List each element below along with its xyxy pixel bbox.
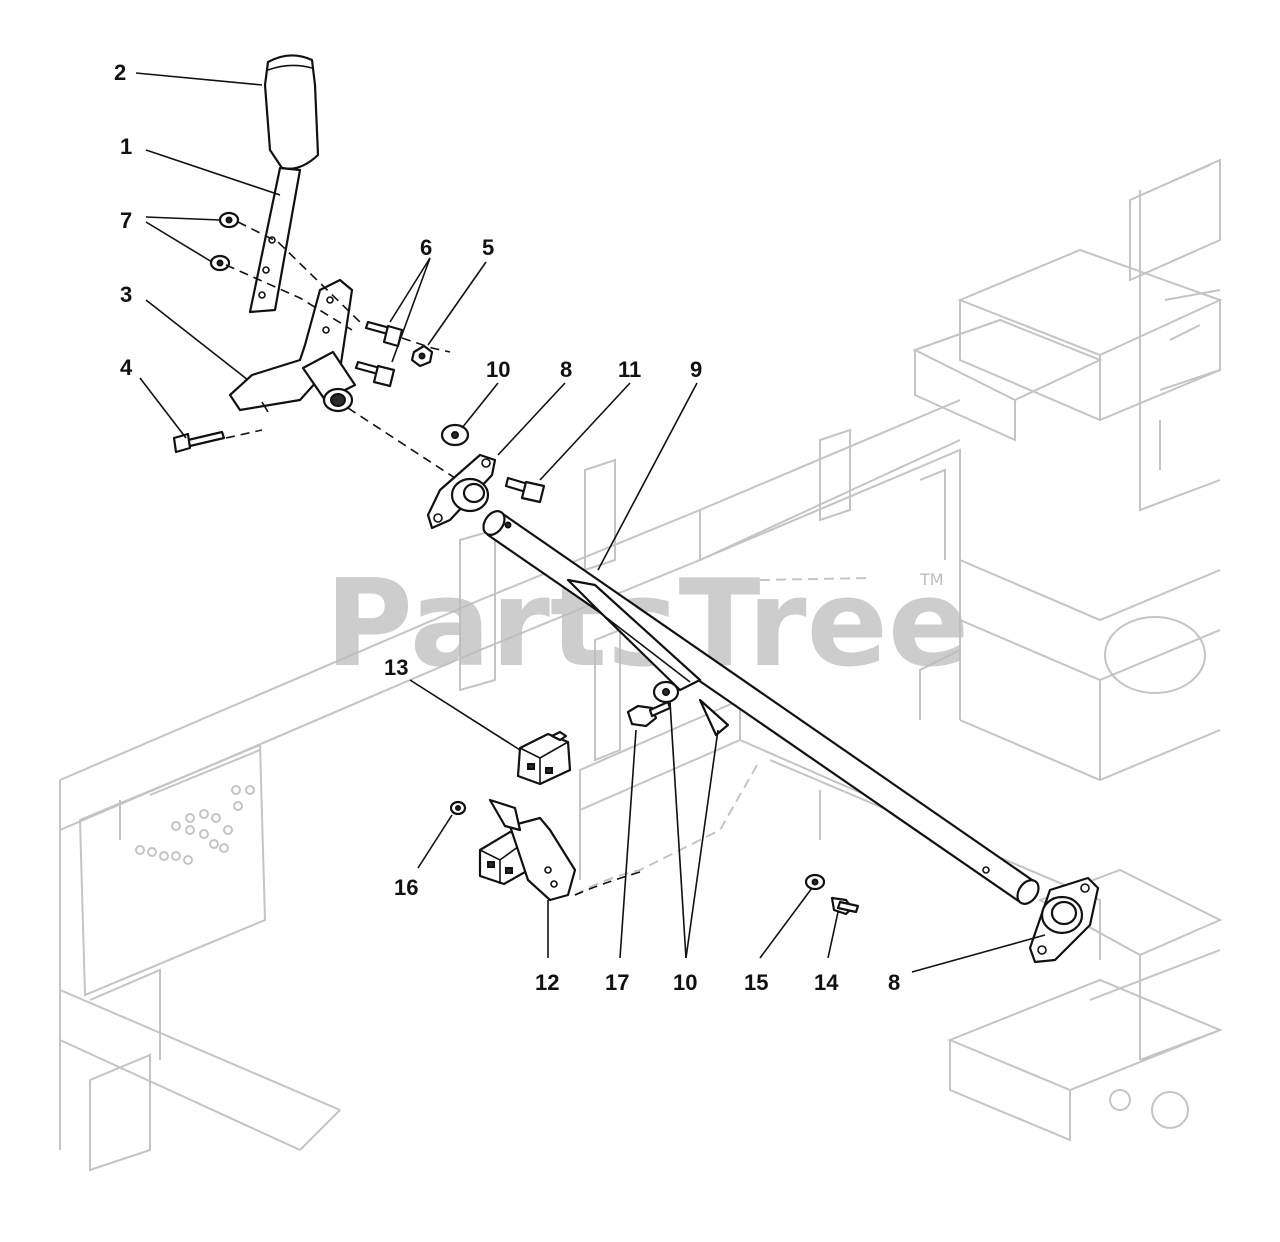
callout-11: 11 [618, 357, 641, 382]
watermark-trademark: TM [919, 570, 944, 589]
part-washer-10-upper [440, 423, 470, 447]
callout-8-upper: 8 [560, 357, 572, 382]
assembly-lines [225, 221, 641, 896]
callout-6: 6 [420, 235, 432, 260]
part-bolt-17 [626, 700, 672, 728]
part-switch-12 [478, 798, 577, 902]
part-bolt-4 [172, 430, 226, 454]
part-bolt-14 [830, 896, 860, 916]
part-bolt-11 [504, 476, 546, 504]
frame-background [59, 158, 1223, 1172]
part-flange-bearing-lower [1028, 876, 1100, 964]
callout-10-upper: 10 [486, 357, 510, 382]
part-washer-10-center [652, 680, 680, 704]
leader-lines [135, 72, 1046, 973]
callout-7: 7 [120, 208, 132, 233]
callout-12: 12 [535, 970, 559, 995]
callout-3: 3 [120, 282, 132, 307]
part-mount-bracket [228, 278, 357, 413]
callout-2: 2 [114, 60, 126, 85]
callout-16: 16 [394, 875, 418, 900]
part-flange-bearing-upper [426, 453, 497, 530]
plate-holes [135, 785, 255, 865]
callout-4: 4 [120, 355, 133, 380]
callout-10-lower: 10 [673, 970, 697, 995]
callout-14: 14 [814, 970, 839, 995]
part-washer-15 [804, 873, 826, 891]
part-cross-shaft [482, 510, 1040, 905]
callout-15: 15 [744, 970, 768, 995]
part-washers [209, 211, 240, 272]
part-nut-5 [410, 344, 434, 368]
part-screw-16 [449, 800, 467, 816]
callout-1: 1 [120, 134, 132, 159]
part-grip-handle [263, 54, 320, 170]
part-switch-13 [516, 730, 572, 786]
callout-labels: 2 1 7 6 5 3 4 10 8 11 9 13 16 12 17 10 1… [114, 60, 900, 995]
callout-17: 17 [605, 970, 629, 995]
part-lever-arm [248, 166, 302, 314]
callout-8-lower: 8 [888, 970, 900, 995]
callout-5: 5 [482, 235, 494, 260]
callout-13: 13 [384, 655, 408, 680]
callout-9: 9 [690, 357, 702, 382]
